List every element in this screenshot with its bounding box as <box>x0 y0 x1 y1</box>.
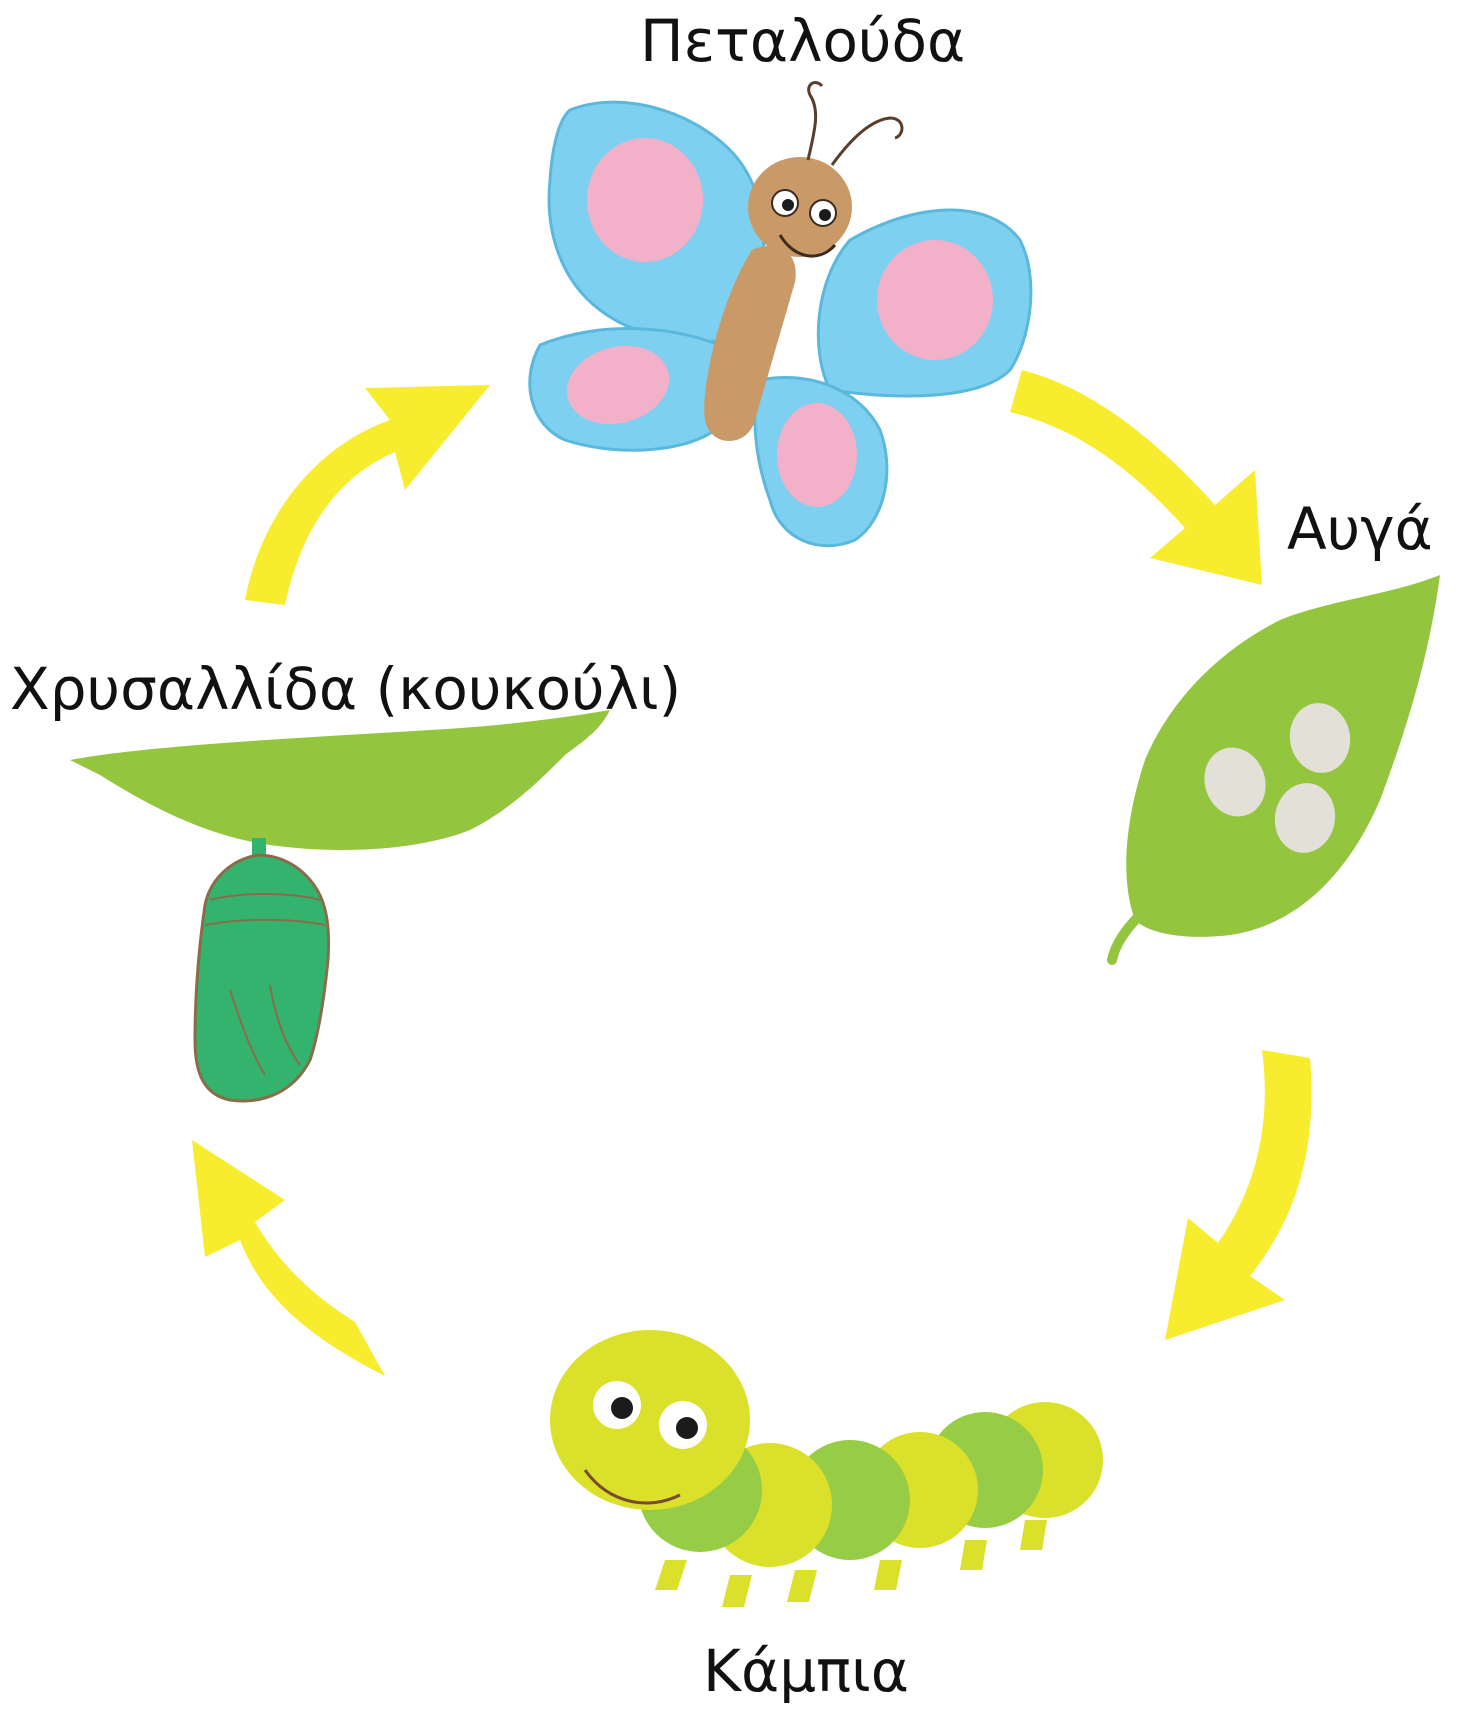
arrow-butterfly-to-eggs <box>1010 370 1262 585</box>
butterfly-illustration <box>530 83 1031 546</box>
chrysalis-illustration <box>70 710 610 1101</box>
arrow-eggs-to-caterpillar <box>1165 1050 1312 1340</box>
arrow-caterpillar-to-chrysalis <box>192 1140 385 1376</box>
chrysalis-label: Χρυσαλλίδα (κουκούλι) <box>10 660 681 718</box>
caterpillar-label: Κάμπια <box>703 1642 909 1700</box>
leaf-with-eggs-illustration <box>1112 575 1440 960</box>
butterfly-label: Πεταλούδα <box>640 12 965 70</box>
caterpillar-illustration <box>550 1330 1103 1607</box>
arrow-chrysalis-to-butterfly <box>245 385 490 605</box>
eggs-label: Αυγά <box>1287 500 1433 558</box>
